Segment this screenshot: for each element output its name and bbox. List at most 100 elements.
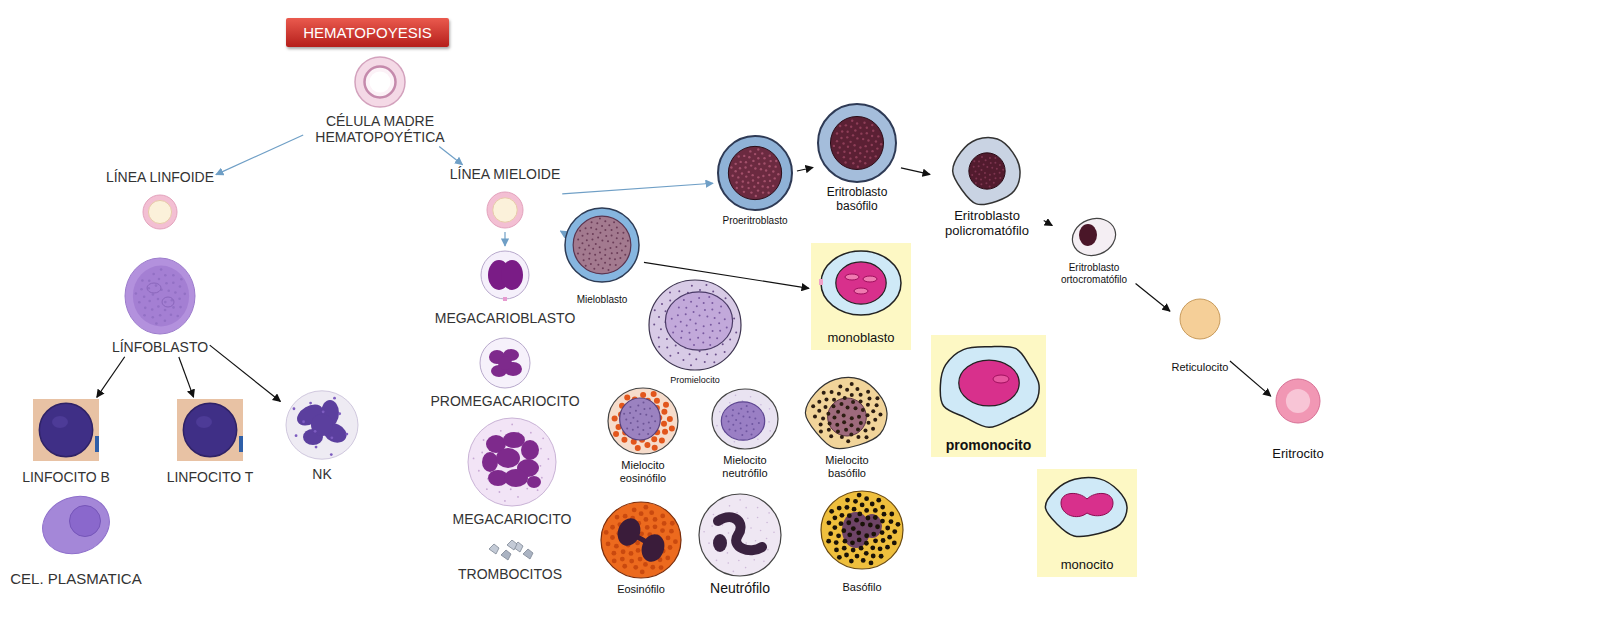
arrow-connector <box>504 232 505 246</box>
arrow-connector <box>439 146 462 164</box>
cell-node: Mielocito basófilo <box>804 375 890 479</box>
cell-node: Eritroblasto policromatófilo <box>932 136 1042 239</box>
cell-label: Eritroblasto basófilo <box>817 186 897 214</box>
cell-label: TROMBOCITOS <box>458 566 562 582</box>
arrow-connector <box>644 262 809 288</box>
cell-illustration <box>599 500 683 580</box>
cell-node: LÍNEA LINFOIDE <box>106 169 214 231</box>
cell-node: LINFOCITO T <box>167 399 254 485</box>
cell-node: MEGACARIOCITO <box>453 416 572 527</box>
cell-label: Reticulocito <box>1172 361 1229 374</box>
cell-illustration <box>562 206 642 284</box>
cell-label: promonocito <box>946 437 1032 453</box>
cell-illustration <box>479 248 531 302</box>
cell-panel: monoblasto <box>811 243 911 350</box>
cell-label: Proeritroblasto <box>722 215 787 227</box>
cell-label: Basófilo <box>842 581 881 594</box>
cell-node: Proeritroblasto <box>715 134 795 227</box>
cell-label: PROMEGACARIOCITO <box>430 393 579 409</box>
cell-illustration <box>647 278 743 372</box>
cell-illustration <box>1070 215 1118 259</box>
cell-illustration <box>476 336 534 390</box>
cell-node: NK <box>282 387 362 482</box>
cell-label: Eosinófilo <box>617 583 665 596</box>
cell-label: Eritroblasto ortocromatófilo <box>1054 262 1134 285</box>
cell-node: Eritroblasto ortocromatófilo <box>1054 215 1134 285</box>
cell-node: CEL. PLASMATICA <box>10 492 141 587</box>
cell-node: PROMEGACARIOCITO <box>430 336 579 409</box>
cell-label: Mieloblasto <box>577 294 628 306</box>
cell-label: LÍNFOBLASTO <box>112 339 208 355</box>
arrow-connector <box>210 345 281 401</box>
arrow-connector <box>797 167 813 171</box>
cell-node: Mielocito eosinófilo <box>606 386 680 484</box>
cell-label: LINFOCITO T <box>167 469 254 485</box>
cell-node: Promielocito <box>647 278 743 385</box>
arrow-connector <box>562 183 713 194</box>
arrow-connector <box>1230 361 1271 396</box>
cell-label: LÍNEA LINFOIDE <box>106 169 214 185</box>
arrow-connector <box>216 135 303 175</box>
cell-label: Eritrocito <box>1272 447 1323 462</box>
cell-node: LÍNEA MIELOIDE <box>450 166 560 230</box>
cell-illustration <box>1274 377 1322 425</box>
cell-label: Mielocito basófilo <box>812 454 882 479</box>
cell-panel: promonocito <box>931 335 1046 457</box>
arrow-connector <box>179 357 194 397</box>
cell-label: Promielocito <box>670 375 720 385</box>
title-banner: HEMATOPOYESIS <box>286 18 449 47</box>
cell-illustration <box>606 386 680 456</box>
cell-node: Neutrófilo <box>697 492 783 596</box>
cell-illustration <box>466 416 558 508</box>
arrow-connector <box>97 357 125 398</box>
cell-node: Mielocito neutrófilo <box>710 387 780 479</box>
cell-node: LÍNFOBLASTO <box>112 256 208 355</box>
cell-illustration <box>951 136 1023 206</box>
cell-node: CÉLULA MADRE HEMATOPOYÉTICA <box>305 55 455 145</box>
cell-illustration <box>123 256 197 336</box>
arrow-connector <box>1044 221 1053 226</box>
cell-illustration <box>710 387 780 451</box>
cell-node: Reticulocito <box>1172 297 1229 374</box>
cell-illustration <box>485 540 535 562</box>
cell-illustration <box>485 190 525 230</box>
cell-node: Eritrocito <box>1272 377 1323 462</box>
cell-illustration <box>282 387 362 463</box>
cell-label: monoblasto <box>827 331 894 346</box>
cell-label: MEGACARIOBLASTO <box>435 310 576 326</box>
cell-panel: monocito <box>1037 469 1137 577</box>
cell-illustration <box>697 492 783 578</box>
cell-label: Neutrófilo <box>710 580 770 596</box>
cell-label: CÉLULA MADRE HEMATOPOYÉTICA <box>305 113 455 145</box>
cell-illustration <box>39 492 113 558</box>
cell-illustration <box>1044 475 1130 539</box>
cell-illustration <box>715 134 795 212</box>
cell-illustration <box>141 193 179 231</box>
cell-node: TROMBOCITOS <box>458 540 562 582</box>
cell-illustration <box>804 375 890 451</box>
cell-illustration <box>815 102 899 184</box>
cell-label: NK <box>312 466 331 482</box>
cell-label: Mielocito neutrófilo <box>710 454 780 479</box>
cell-node: Basófilo <box>819 489 905 594</box>
cell-label: monocito <box>1061 558 1114 573</box>
cell-illustration <box>819 489 905 571</box>
cell-label: CEL. PLASMATICA <box>10 570 141 587</box>
cell-label: LINFOCITO B <box>22 469 110 485</box>
cell-illustration <box>33 399 99 461</box>
cell-illustration <box>819 249 903 317</box>
arrow-connector <box>560 230 561 231</box>
cell-node: MEGACARIOBLASTO <box>435 248 576 326</box>
cell-node: LINFOCITO B <box>22 399 110 485</box>
cell-illustration <box>353 55 407 109</box>
cell-label: MEGACARIOCITO <box>453 511 572 527</box>
cell-node: Eritroblasto basófilo <box>815 102 899 214</box>
cell-node: Eosinófilo <box>599 500 683 596</box>
cell-label: LÍNEA MIELOIDE <box>450 166 560 182</box>
cell-label: Mielocito eosinófilo <box>608 459 678 484</box>
cell-label: Eritroblasto policromatófilo <box>932 209 1042 239</box>
cell-illustration <box>935 341 1043 429</box>
cell-illustration <box>177 399 243 461</box>
